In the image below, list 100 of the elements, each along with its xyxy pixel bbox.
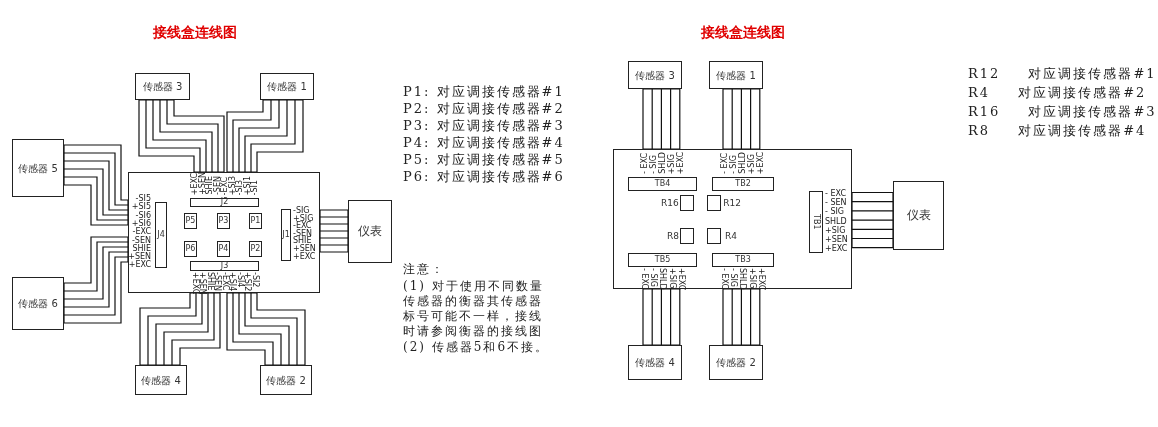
pin-label: +SEN [198,172,206,195]
pin-label: - SEN [825,198,847,208]
junction-box-outline [613,149,852,289]
sensor-box: 传感器 3 [628,61,682,89]
pin-label: +SI5 [131,203,151,212]
wire-bundle [138,99,225,173]
pin-label: -EXC [221,272,229,291]
sensor-box: 传感器 1 [260,73,314,100]
wire-bundle [642,88,681,150]
terminal-block: TB4 [628,177,697,191]
pin-label: -SI4 [236,272,244,288]
terminal-block: J4 [155,202,167,268]
terminal-block: J3 [190,261,259,271]
pin-label: -EXC [293,222,312,230]
pin-label: -SI1 [251,179,259,195]
terminal-block: J2 [190,198,259,207]
wire-bundle [139,292,221,366]
pin-label: +SEN [293,245,316,253]
wire-bundle [642,288,681,346]
instrument-box: 仪表 [893,181,944,250]
pin-label: -EXC [221,176,229,195]
terminal-block: J1 [281,209,291,261]
note-line: R8 对应调接传感器#4 [968,122,1147,140]
pin-label: -SI5 [135,195,151,203]
terminal-block: TB5 [628,253,697,267]
pin-label: SHIE [132,244,151,253]
component-label: R12 [723,197,741,210]
pin-label: +SI6 [131,219,151,228]
pin-label: +EXC [757,268,765,291]
section-heading: 接线盒连线图 [699,24,786,42]
pin-label: +EXC [293,252,316,261]
pin-label: SHLD [825,216,847,226]
pin-label: -SEN [132,236,151,245]
pin-label: +SI1 [243,175,251,195]
terminal-block: TB2 [712,177,774,191]
note-text: (2) 传感器5和6不接。 [403,340,551,355]
pin-label: +EXC [677,268,685,291]
pin-label: - SIG [729,154,738,174]
wire-bundle [319,209,349,253]
diagram-title: 接线盒连线图 [152,24,238,42]
sensor-box: 传感器 2 [260,365,312,395]
pin-label: - SIG [649,154,658,174]
note-heading: 注意： [403,262,445,277]
pin-label: -SI2 [251,272,259,288]
component-label: R16 [661,197,679,210]
wire-bundle [851,191,894,249]
pin-label: - EXC [720,153,728,174]
note-line: P5: 对应调接传感器#5 [403,151,565,169]
pin-label: +SIG [748,153,756,174]
pin-label: +EXC [757,151,765,174]
pin-label: - SIG [649,268,658,288]
sensor-box: 传感器 6 [12,277,64,330]
pin-label: SHIE [206,272,214,291]
note-line: P4: 对应调接传感器#4 [403,134,565,152]
pin-label: +EXC [191,172,199,195]
pin-label: - EXC [825,189,846,198]
sensor-box: 传感器 2 [709,345,763,380]
pin-label: +SIG [668,153,676,174]
pin-label: -SI3 [236,179,244,195]
pin-label: - EXC [640,153,648,174]
pin-label: +EXC [677,151,685,174]
trimmer-pad: P4 [217,241,230,257]
wire-bundle [722,88,761,150]
sensor-box: 传感器 4 [135,365,187,395]
pin-label: SHLD [658,152,667,174]
pin-label: +SIG [293,214,314,223]
component-label: R8 [667,230,679,243]
wire-bundle [63,144,129,226]
pin-label: -SIG [293,207,310,215]
component-label: R4 [725,230,737,243]
sensor-box: 传感器 1 [709,61,763,89]
trimmer-pad: P6 [184,241,197,257]
trimmer-pad: P5 [184,213,197,229]
wire-bundle [63,236,129,324]
pin-label: - EXC [720,268,728,289]
wire-bundle [226,292,306,366]
pin-label: +SIG [825,225,846,235]
trimmer-pad: P3 [217,213,230,229]
pin-label: -EXC [132,228,151,237]
note-line: P3: 对应调接传感器#3 [403,117,565,135]
pin-label: SHIE [206,176,214,195]
pin-label: -SEN [293,229,312,238]
pin-label: +SI3 [228,175,236,195]
junction-box-outline [128,172,320,293]
wire-bundle [722,288,761,346]
note-line: P1: 对应调接传感器#1 [403,83,565,101]
sensor-box: 传感器 3 [135,73,190,100]
pin-label: +EXC [128,261,151,270]
pin-label: -SI6 [135,211,151,220]
trimmer-pad: P2 [249,241,262,257]
note-line: P6: 对应调接传感器#6 [403,168,565,186]
pin-label: +SEN [825,235,848,244]
pin-label: -SEN [213,176,221,195]
pin-label: +EXC [825,244,848,254]
instrument-box: 仪表 [348,200,392,263]
pin-label: - SIG [729,268,738,288]
pin-label: +SIG [748,268,756,289]
terminal-block: TB1 [809,191,823,253]
sensor-box: 传感器 4 [628,345,682,380]
note-line: R4 对应调接传感器#2 [968,84,1147,102]
